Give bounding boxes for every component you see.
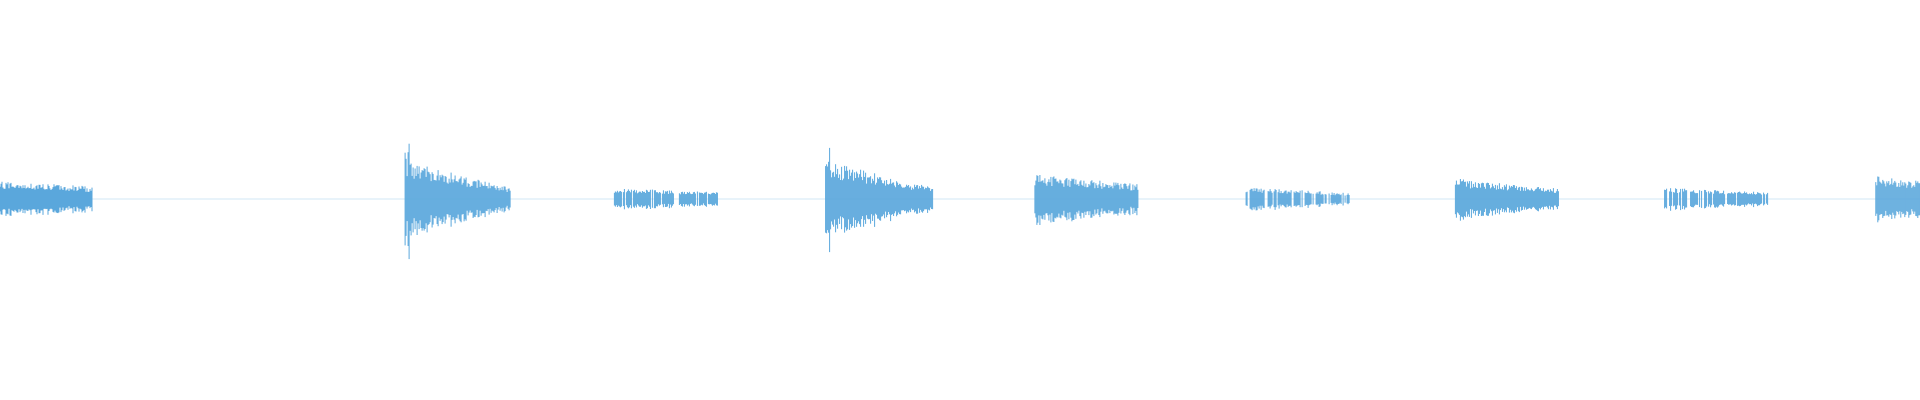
waveform-bars [0,143,1920,260]
